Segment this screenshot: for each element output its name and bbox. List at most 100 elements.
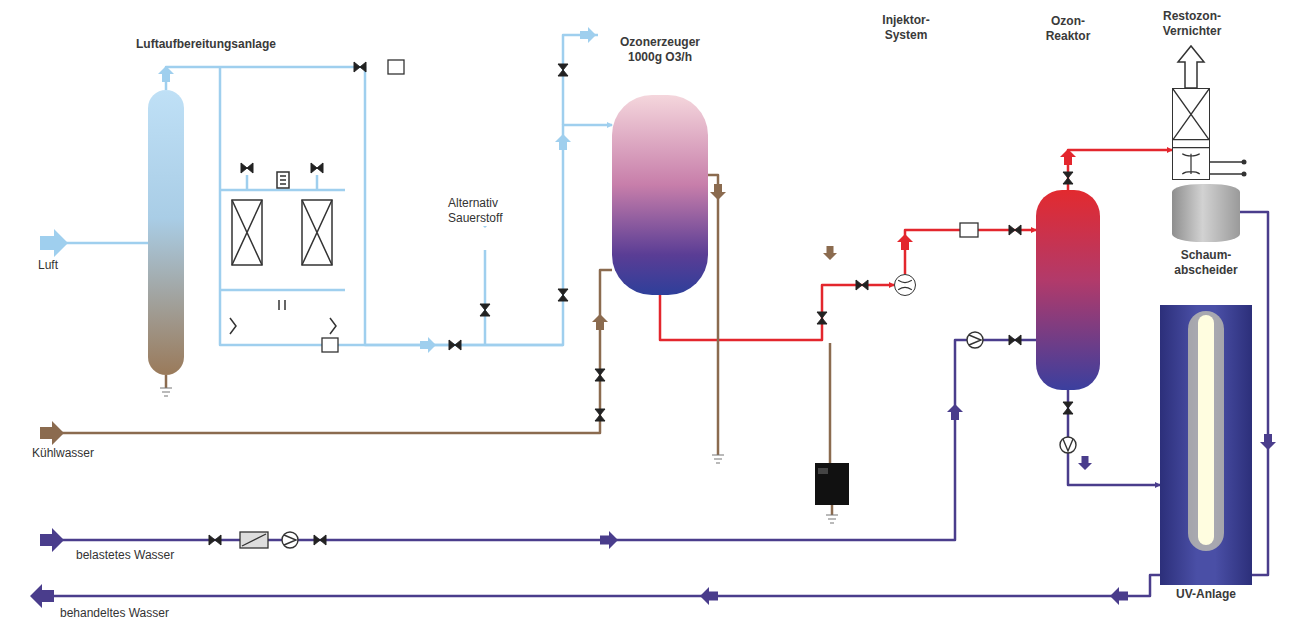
- valve-symbol: [209, 535, 221, 545]
- pipe-drawing: [232, 200, 262, 265]
- injector-symbol: Injektor-System: [894, 274, 916, 296]
- pipe-drawing: [277, 172, 289, 188]
- injector-symbol: [898, 280, 912, 289]
- pipe-drawing: [279, 300, 285, 310]
- pipe-connector: [166, 67, 612, 345]
- uv-lamp: [1160, 305, 1252, 585]
- equipment-label: Schaum-abscheider: [1158, 248, 1254, 278]
- valve-symbol: [449, 340, 461, 350]
- pipe-drawing: [365, 344, 563, 347]
- pipe-drawing: [829, 343, 832, 463]
- pipe-drawing: [40, 340, 1036, 540]
- flow-arrow: [420, 337, 436, 353]
- pipe-drawing: [282, 332, 1076, 548]
- valve-symbol: [558, 289, 568, 301]
- pipe-drawing: [40, 270, 612, 433]
- flow-arrow: [823, 246, 837, 260]
- pipe-drawing: [165, 375, 168, 388]
- pipe-drawing: [831, 505, 834, 515]
- valve-symbol: [354, 62, 366, 72]
- foam-separator: Schaum-abscheider: [1172, 184, 1240, 242]
- pipe-drawing: [1210, 162, 1242, 174]
- flow-arrow: [947, 404, 963, 420]
- valve-symbol: [558, 64, 568, 76]
- equipment-label: Luftaufbereitungsanlage: [116, 37, 296, 52]
- pipe-connector: [1068, 390, 1160, 485]
- pipe-drawing: [322, 338, 338, 352]
- pipe-drawing: [815, 463, 849, 505]
- pipe-connector: [660, 285, 894, 340]
- pipe-drawing: [240, 532, 268, 548]
- pipe-drawing: [388, 60, 404, 74]
- flow-arrow: [592, 314, 608, 330]
- heater-symbol: [1182, 154, 1199, 174]
- pipe-drawing: [302, 200, 332, 265]
- pipe-drawing: [1178, 46, 1204, 88]
- pipe-drawing: [563, 35, 598, 125]
- pipe-drawing: [1242, 160, 1247, 165]
- pipe-drawing: [484, 250, 487, 345]
- uv-unit: UV-Anlage: [1160, 305, 1252, 585]
- equipment-label: Ozon-Reaktor: [1037, 14, 1099, 44]
- equipment-label: UV-Anlage: [1156, 587, 1256, 602]
- valve-symbol: [1063, 172, 1073, 184]
- equipment-label: Restozon-Vernichter: [1144, 9, 1240, 39]
- pipe-drawing: [967, 332, 983, 348]
- valve-symbol: [595, 409, 605, 421]
- ozone-reactor-vessel: Ozon-Reaktor: [1036, 190, 1100, 390]
- pipe-drawing: [960, 223, 978, 237]
- pipe-drawing: [280, 176, 286, 184]
- pipe-drawing: [282, 532, 298, 548]
- pipe-drawing: [160, 388, 838, 523]
- flow-arrow: [700, 587, 718, 605]
- destructor-symbol: [1173, 89, 1209, 179]
- pipe-drawing: [232, 200, 262, 265]
- pipe-drawing: [712, 455, 724, 463]
- flow-label: behandeltes Wasser: [58, 606, 171, 621]
- flow-arrow: [30, 584, 54, 608]
- valve-symbol: [311, 163, 323, 173]
- pipe-drawing: [1242, 172, 1247, 177]
- flow-arrow: [40, 421, 64, 445]
- valve-symbol: [480, 304, 490, 316]
- pipe-drawing: [1063, 439, 1073, 451]
- valve-symbol: [1063, 402, 1073, 414]
- flow-arrow: [1260, 434, 1276, 450]
- pipe-drawing: [969, 335, 981, 345]
- pipe-drawing: [242, 534, 266, 546]
- flow-arrow: [580, 27, 596, 43]
- pipe-drawing: [40, 35, 1268, 596]
- flow-arrow: [710, 184, 726, 200]
- flow-label: Alternativ Sauerstoff: [446, 196, 530, 226]
- flow-arrow: [40, 229, 68, 257]
- flow-arrow: [1110, 587, 1128, 605]
- valve-symbol: [595, 369, 605, 381]
- flow-label: belastetes Wasser: [74, 548, 176, 563]
- flow-arrow: [1078, 456, 1092, 470]
- pipe-drawing: [230, 318, 336, 334]
- pipe-connector: [1068, 150, 1172, 190]
- injector-symbol: [895, 275, 915, 295]
- valve-symbol: [1009, 225, 1021, 235]
- pipe-drawing: [220, 67, 365, 345]
- valve-symbol: [314, 535, 326, 545]
- pipe-drawing: [302, 200, 332, 265]
- ozone-generator-vessel: Ozonerzeuger 1000g O3/h: [612, 95, 708, 295]
- flow-arrow: [600, 531, 618, 549]
- flow-arrow: [897, 234, 913, 250]
- pipe-drawing: [160, 388, 172, 396]
- residual-ozone-destructor: Restozon-Vernichter: [1172, 88, 1210, 180]
- equipment-label: Injektor-System: [870, 13, 942, 43]
- valve-symbol: [241, 163, 253, 173]
- flow-label: Kühlwasser: [30, 446, 96, 461]
- flow-arrow: [40, 528, 64, 552]
- flow-label: Luft: [36, 258, 60, 273]
- equipment-label: Ozonerzeuger 1000g O3/h: [604, 35, 716, 65]
- pipe-drawing: [826, 515, 838, 523]
- valve-symbol: [856, 280, 868, 290]
- pipe-drawing: [230, 172, 336, 334]
- pipe-drawing: [1060, 437, 1076, 453]
- uv-lamp: [1198, 315, 1214, 545]
- flow-arrow: [555, 134, 571, 150]
